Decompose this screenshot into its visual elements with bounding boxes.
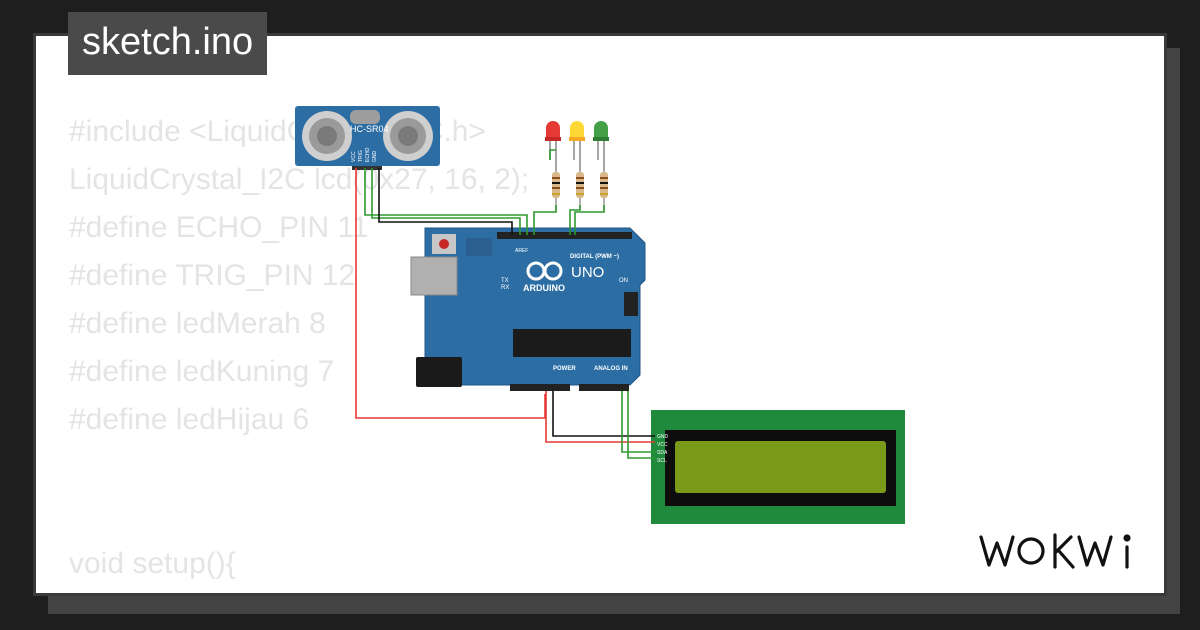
led-green[interactable] (593, 121, 609, 170)
on-label: ON (619, 278, 628, 284)
wire-green (533, 205, 557, 235)
pin-label: VCC (351, 151, 357, 162)
ultrasonic-label: HC-SR04 (350, 124, 389, 134)
code-line: #define ledHijau 6 (69, 403, 310, 436)
resistor[interactable] (552, 165, 560, 210)
wire-black (378, 168, 513, 235)
lcd-pin-label: SCL (657, 458, 667, 464)
wire-red (545, 391, 655, 443)
aref-label: AREF (515, 248, 528, 254)
pin-label: GND (372, 151, 378, 163)
wire-green (574, 205, 605, 235)
led-red[interactable] (545, 121, 561, 170)
wire-green (364, 168, 528, 235)
rx-label: RX (501, 285, 509, 291)
pin-label: ECHO (365, 147, 371, 162)
resistor[interactable] (576, 165, 584, 210)
wire-green (627, 391, 655, 459)
lcd-display[interactable]: GND VCC SDA SCL (651, 410, 905, 524)
lcd-pin-label: SDA (657, 450, 668, 456)
wokwi-logo-icon (979, 533, 1131, 569)
wire-green (549, 149, 556, 160)
arduino-uno-board[interactable]: AREF DIGITAL (PWM ~) UNO ARDUINO ON TX R… (410, 227, 646, 391)
arduino-brand-label: ARDUINO (523, 283, 565, 293)
code-line: #define ledKuning 7 (69, 355, 335, 388)
uno-model-label: UNO (571, 264, 604, 281)
digital-label: DIGITAL (PWM ~) (570, 254, 619, 260)
wire-green (371, 168, 521, 235)
wire-green (621, 391, 655, 453)
power-label: POWER (553, 366, 576, 372)
wires (355, 149, 655, 459)
led-yellow[interactable] (569, 121, 585, 170)
wire-black (552, 391, 655, 437)
wire-green (569, 205, 581, 235)
ultrasonic-sensor[interactable]: HC-SR04 VCC TRIG ECHO GND (295, 106, 440, 170)
code-line: #define ledMerah 8 (69, 307, 326, 340)
code-line: #define TRIG_PIN 12 (69, 259, 356, 292)
wire-red (355, 168, 546, 419)
tx-label: TX (501, 278, 509, 284)
code-line: #define ECHO_PIN 11 (69, 211, 369, 244)
pin-label: TRIG (358, 150, 364, 162)
analog-label: ANALOG IN (594, 366, 628, 372)
file-tab[interactable]: sketch.ino (68, 12, 268, 75)
code-line: void setup(){ (69, 547, 236, 580)
lcd-pin-label: VCC (657, 442, 668, 448)
resistor[interactable] (600, 165, 608, 210)
lcd-pin-label: GND (657, 434, 669, 440)
